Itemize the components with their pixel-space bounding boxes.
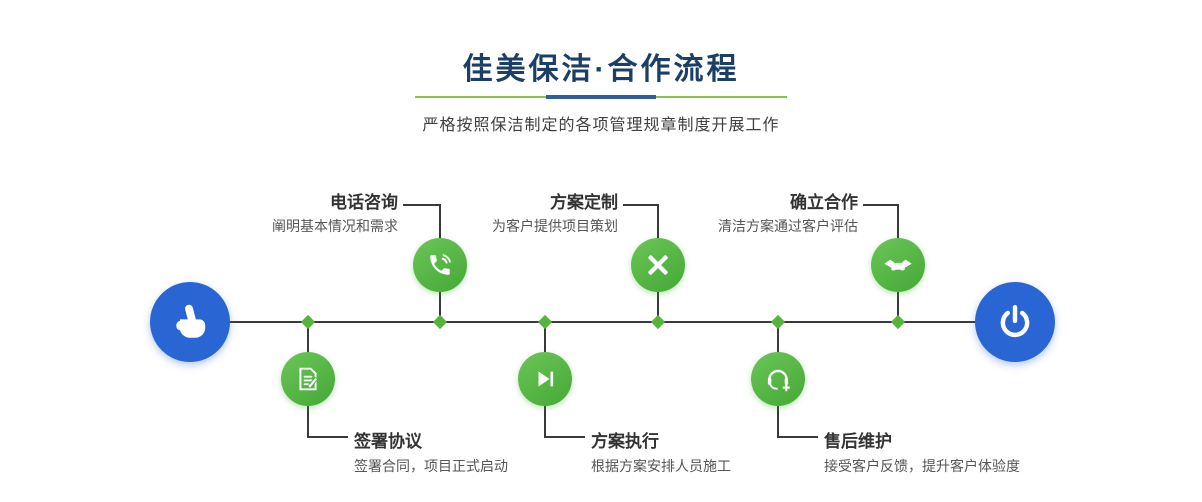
- connector-line: [863, 204, 899, 206]
- junction-diamond: [300, 314, 316, 330]
- connector-line: [777, 406, 779, 437]
- step-label: 方案执行: [591, 432, 659, 451]
- aftersale-node: [751, 352, 805, 406]
- connector-line: [403, 204, 441, 206]
- power-icon: [996, 303, 1034, 341]
- connector-line: [439, 204, 441, 238]
- junction-diamond: [770, 314, 786, 330]
- phone-icon: [427, 252, 453, 278]
- step-label: 电话咨询: [330, 193, 398, 212]
- title-underline-accent: [546, 95, 656, 99]
- connector-line: [897, 204, 899, 238]
- headset-icon: [764, 365, 792, 393]
- connector-line: [544, 406, 546, 437]
- execution-node: [518, 352, 572, 406]
- timeline: [190, 321, 1015, 323]
- title-underline: [415, 95, 787, 99]
- contract-icon: [295, 366, 321, 392]
- junction-diamond: [537, 314, 553, 330]
- connector-line: [307, 436, 348, 438]
- step-description: 根据方案安排人员施工: [591, 458, 731, 474]
- play-icon: [533, 367, 557, 391]
- step-label: 签署协议: [354, 432, 422, 451]
- step-description: 接受客户反馈，提升客户体验度: [824, 458, 1020, 474]
- step-label: 确立合作: [790, 193, 858, 212]
- step-label: 方案定制: [550, 193, 618, 212]
- connector-line: [544, 436, 585, 438]
- end-node: [975, 282, 1055, 362]
- handshake-node: [871, 238, 925, 292]
- junction-diamond: [432, 314, 448, 330]
- phone-node: [413, 238, 467, 292]
- design-icon: [645, 252, 671, 278]
- step-description: 阐明基本情况和需求: [272, 218, 398, 234]
- connector-line: [439, 292, 441, 322]
- handshake-icon: [883, 254, 913, 276]
- connector-line: [623, 204, 659, 206]
- pointing-hand-icon: [169, 301, 211, 343]
- step-description: 为客户提供项目策划: [492, 218, 618, 234]
- design-node: [631, 238, 685, 292]
- connector-line: [657, 292, 659, 322]
- connector-line: [544, 323, 546, 352]
- start-node: [150, 282, 230, 362]
- step-description: 签署合同，项目正式启动: [354, 458, 508, 474]
- junction-diamond: [650, 314, 666, 330]
- page-subtitle: 严格按照保洁制定的各项管理规章制度开展工作: [422, 117, 780, 134]
- contract-node: [281, 352, 335, 406]
- connector-line: [307, 323, 309, 352]
- junction-diamond: [890, 314, 906, 330]
- connector-line: [777, 323, 779, 352]
- connector-line: [657, 204, 659, 238]
- connector-line: [307, 406, 309, 437]
- step-label: 售后维护: [824, 432, 892, 451]
- connector-line: [777, 436, 818, 438]
- connector-line: [897, 292, 899, 322]
- page-title: 佳美保洁·合作流程: [462, 53, 740, 86]
- step-description: 清洁方案通过客户评估: [718, 218, 858, 234]
